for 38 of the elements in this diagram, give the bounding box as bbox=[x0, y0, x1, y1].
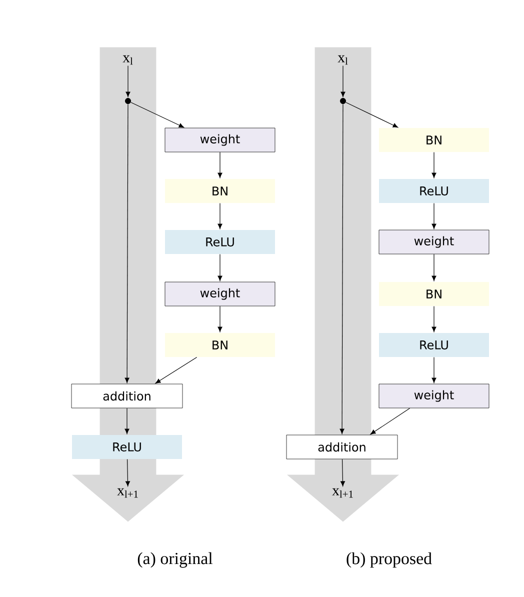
arrow bbox=[340, 66, 346, 97]
arrow bbox=[126, 66, 130, 97]
layer-box: ReLU bbox=[379, 333, 489, 357]
layer-box: ReLU bbox=[165, 230, 275, 254]
layer-box: weight bbox=[164, 282, 276, 306]
arrow bbox=[370, 408, 410, 434]
layer-box: weight bbox=[164, 128, 276, 152]
arrow bbox=[432, 152, 436, 178]
layer-box: weight bbox=[378, 384, 490, 408]
arrow bbox=[432, 356, 436, 383]
layer-box: BN bbox=[379, 128, 489, 152]
layer-box: BN bbox=[165, 179, 275, 203]
arrow bbox=[218, 202, 222, 229]
band-arrow bbox=[287, 47, 399, 522]
variable-label: x$_{l+1}$ bbox=[117, 488, 138, 498]
variable-label: x$_{l}$ bbox=[338, 55, 348, 65]
arrow bbox=[432, 306, 436, 332]
layer-box: BN bbox=[165, 333, 275, 357]
variable-label: x$_{l+1}$ bbox=[332, 488, 353, 498]
arrow bbox=[155, 356, 198, 384]
arrow bbox=[346, 102, 398, 128]
arrow bbox=[130, 102, 184, 128]
arrow bbox=[124, 408, 130, 434]
arrow bbox=[432, 202, 436, 229]
layer-box: BN bbox=[379, 282, 489, 306]
layer-box: ReLU bbox=[379, 179, 489, 203]
subfigure-caption: (a) original bbox=[138, 552, 213, 568]
arrow bbox=[218, 152, 222, 178]
subfigure-caption: (b) proposed bbox=[346, 552, 432, 568]
arrow bbox=[126, 458, 130, 486]
arrow bbox=[432, 254, 436, 281]
layer-box: weight bbox=[378, 230, 490, 254]
arrow bbox=[340, 104, 344, 434]
arrow bbox=[218, 254, 222, 281]
arrow bbox=[340, 458, 345, 486]
arrow bbox=[124, 104, 130, 383]
variable-label: x$_{l}$ bbox=[122, 55, 133, 65]
arrow bbox=[218, 306, 222, 332]
